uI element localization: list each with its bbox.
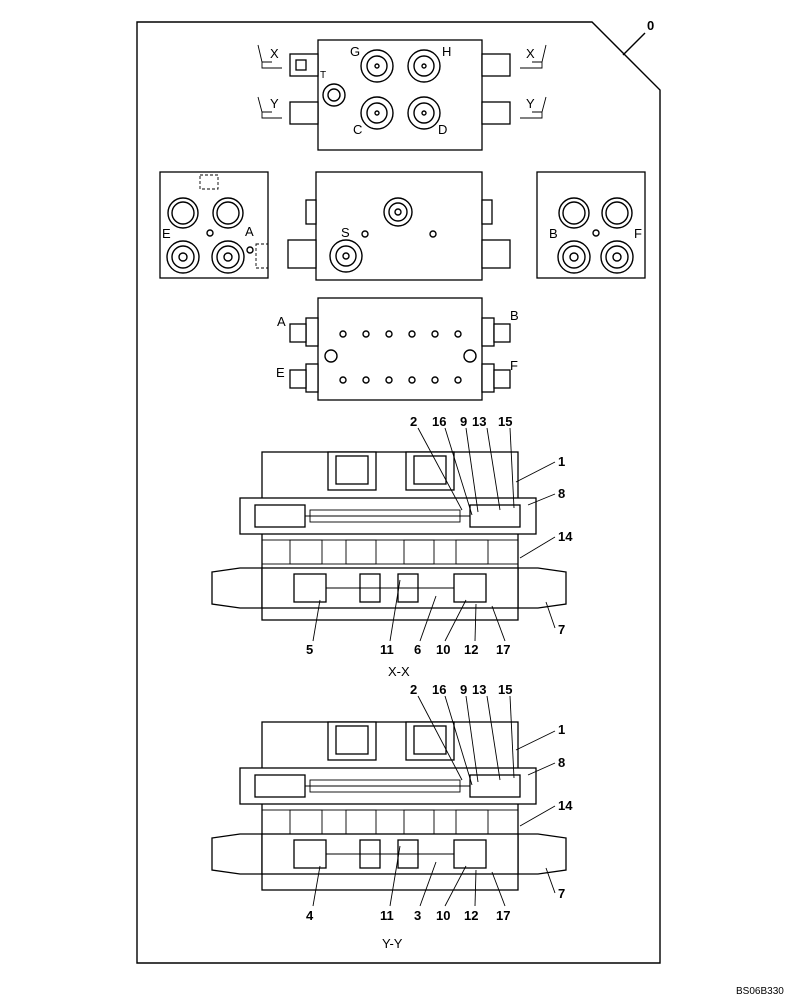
front-view: A B E F — [276, 297, 519, 401]
label-port-g: G — [350, 44, 360, 59]
callout-13: 13 — [472, 682, 486, 697]
port-g — [360, 49, 394, 83]
label-port-c: C — [353, 122, 362, 137]
port-h — [407, 49, 441, 83]
callout-16: 16 — [432, 682, 446, 697]
callout-12: 12 — [464, 642, 478, 657]
port-d — [407, 96, 441, 130]
callout-15: 15 — [498, 414, 512, 429]
callout-14: 14 — [558, 529, 573, 544]
callout-9: 9 — [460, 682, 467, 697]
port-c — [360, 96, 394, 130]
section-xx — [211, 451, 567, 621]
callout-9: 9 — [460, 414, 467, 429]
callout-14: 14 — [558, 798, 573, 813]
label-front-b: B — [510, 308, 519, 323]
top-view: G H T C D X Y X Y — [257, 39, 547, 151]
section-yy — [211, 721, 567, 891]
callout-8: 8 — [558, 486, 565, 501]
label-port-t: T — [320, 70, 326, 81]
callout-1: 1 — [558, 722, 565, 737]
callout-7: 7 — [558, 622, 565, 637]
label-port-b-right: B — [549, 226, 558, 241]
callout-2: 2 — [410, 682, 417, 697]
callout-15: 15 — [498, 682, 512, 697]
callout-8: 8 — [558, 755, 565, 770]
callout-6: 6 — [414, 642, 421, 657]
callout-11: 11 — [380, 908, 394, 923]
label-port-s: S — [341, 225, 350, 240]
section-yy-callouts: 2 16 9 13 15 1 8 14 7 4 11 3 10 12 17 — [306, 682, 573, 923]
label-port-f-right: F — [634, 226, 642, 241]
label-front-e: E — [276, 365, 285, 380]
label-port-a-left: A — [245, 224, 254, 239]
section-mark-x-right: X — [526, 46, 535, 61]
label-port-d: D — [438, 122, 447, 137]
section-yy-leaders — [312, 695, 556, 907]
section-xx-caption: X-X — [388, 664, 410, 679]
callout-11: 11 — [380, 642, 394, 657]
callout-7: 7 — [558, 886, 565, 901]
section-yy-caption: Y-Y — [382, 936, 403, 951]
callout-17: 17 — [496, 642, 510, 657]
callout-2: 2 — [410, 414, 417, 429]
section-mark-y-right: Y — [526, 96, 535, 111]
assembly-number: 0 — [647, 18, 654, 33]
label-front-f: F — [510, 358, 518, 373]
section-mark-y-left: Y — [270, 96, 279, 111]
drawing-frame — [136, 21, 661, 964]
section-xx-callouts: 2 16 9 13 15 1 8 14 7 5 11 6 10 12 17 — [306, 414, 573, 657]
label-front-a: A — [277, 314, 286, 329]
section-mark-x-left: X — [270, 46, 279, 61]
callout-17: 17 — [496, 908, 510, 923]
callout-10: 10 — [436, 642, 450, 657]
callout-5: 5 — [306, 642, 313, 657]
callout-12: 12 — [464, 908, 478, 923]
front-view-holes — [324, 330, 477, 384]
callout-10: 10 — [436, 908, 450, 923]
label-port-h: H — [442, 44, 451, 59]
port-t — [322, 83, 346, 107]
callout-3: 3 — [414, 908, 421, 923]
callout-1: 1 — [558, 454, 565, 469]
label-port-e-left: E — [162, 226, 171, 241]
center-view: S — [287, 171, 511, 281]
callout-4: 4 — [306, 908, 314, 923]
drawing-code: BS06B330 — [736, 986, 784, 997]
section-xx-leaders — [312, 427, 556, 642]
callout-13: 13 — [472, 414, 486, 429]
callout-16: 16 — [432, 414, 446, 429]
left-side-view: E A — [159, 171, 269, 279]
right-side-view: B F — [536, 171, 646, 279]
